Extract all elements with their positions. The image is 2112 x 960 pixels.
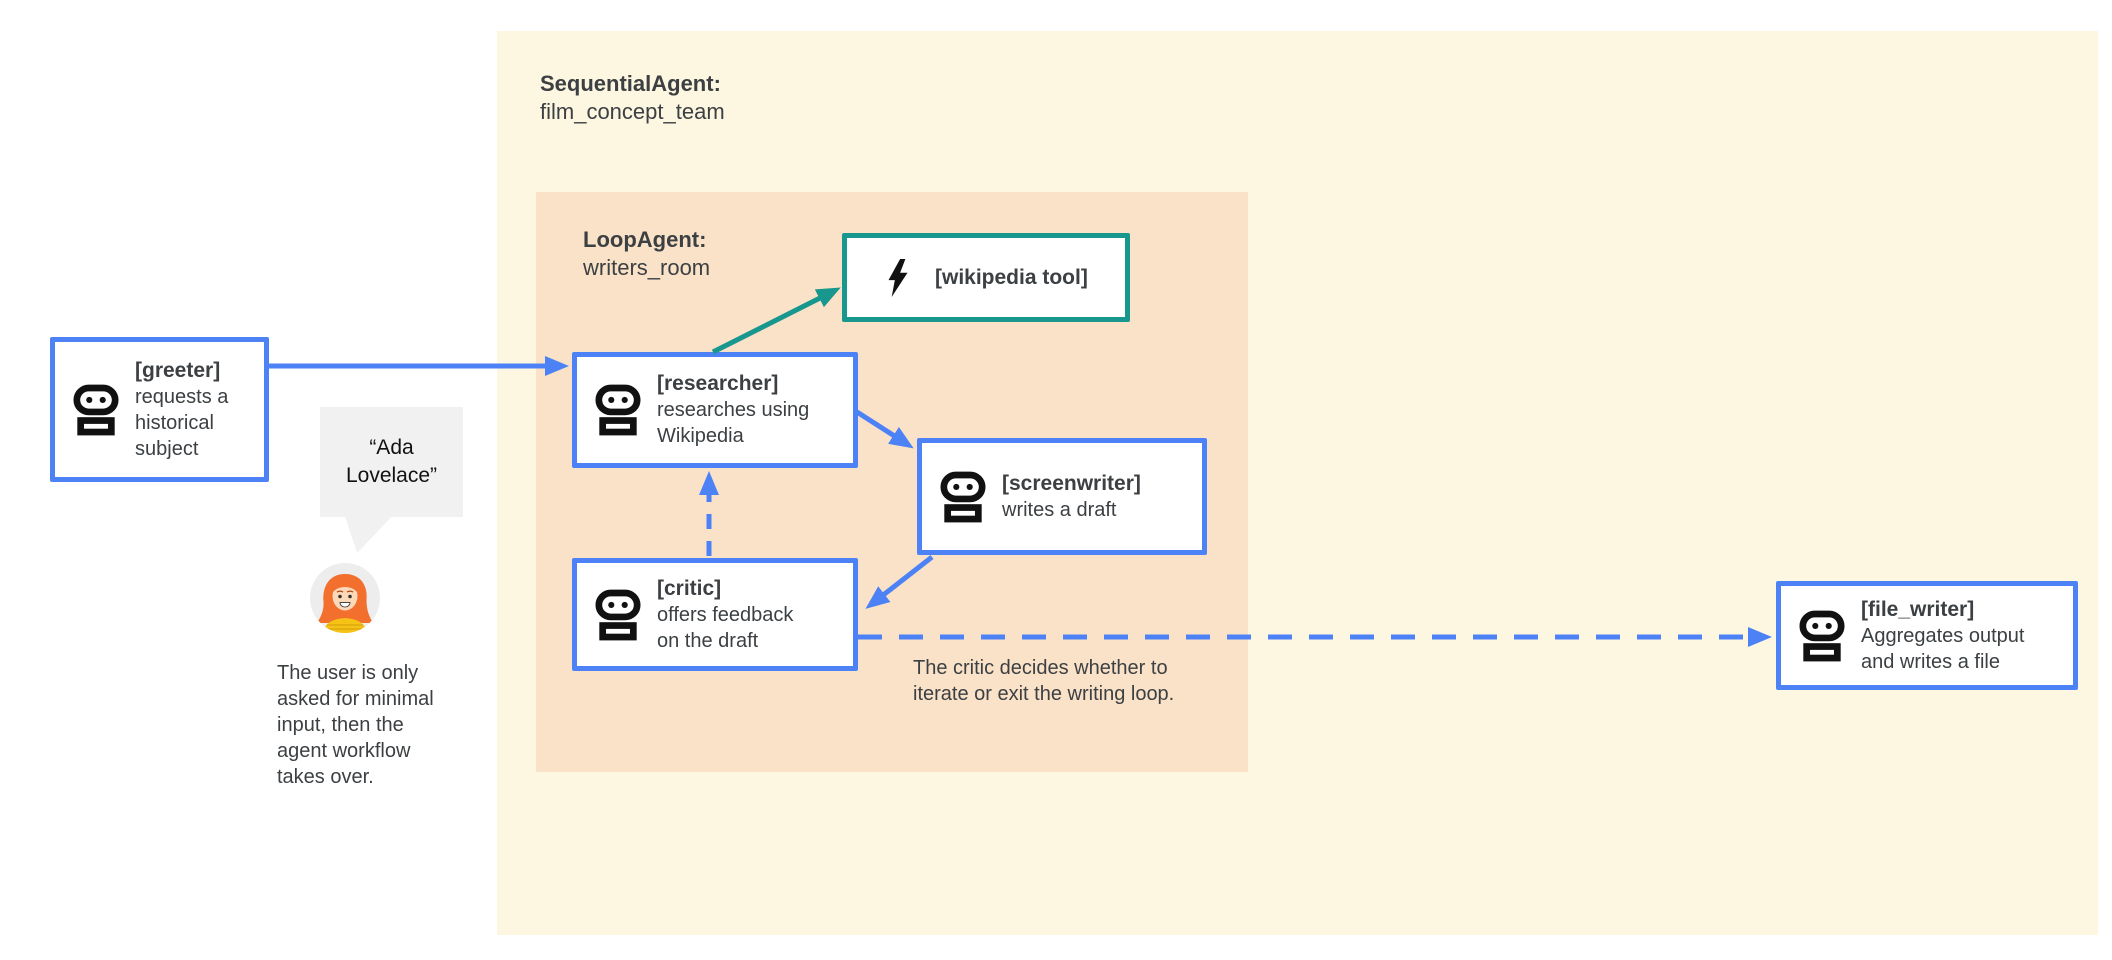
sequential-agent-title: SequentialAgent: [540, 71, 721, 96]
node-critic-title: [critic] [657, 576, 722, 600]
speech-bubble-tail [344, 515, 394, 553]
node-wikipedia-tool-title: [wikipedia tool] [935, 265, 1088, 289]
loop-agent-title: LoopAgent: [583, 227, 707, 252]
robot-icon [940, 471, 986, 522]
robot-icon [73, 384, 119, 435]
lightning-bolt-icon [888, 258, 908, 297]
node-screenwriter: [screenwriter] writes a draft [917, 438, 1207, 555]
robot-icon [1799, 610, 1845, 661]
node-wikipedia-tool: [wikipedia tool] [842, 233, 1130, 322]
node-researcher-title: [researcher] [657, 372, 779, 395]
sequential-agent-label: SequentialAgent: film_concept_team [540, 70, 725, 126]
node-screenwriter-desc: writes a draft [1002, 498, 1117, 521]
user-avatar [310, 563, 380, 633]
loop-agent-label: LoopAgent: writers_room [583, 226, 710, 282]
robot-icon [595, 589, 641, 640]
robot-icon [595, 384, 641, 436]
node-screenwriter-title: [screenwriter] [1002, 471, 1141, 495]
node-greeter-title: [greeter] [135, 358, 221, 382]
node-file-writer-title: [file_writer] [1861, 597, 1975, 621]
loop-agent-name: writers_room [583, 255, 711, 280]
sequential-agent-name: film_concept_team [540, 99, 725, 124]
